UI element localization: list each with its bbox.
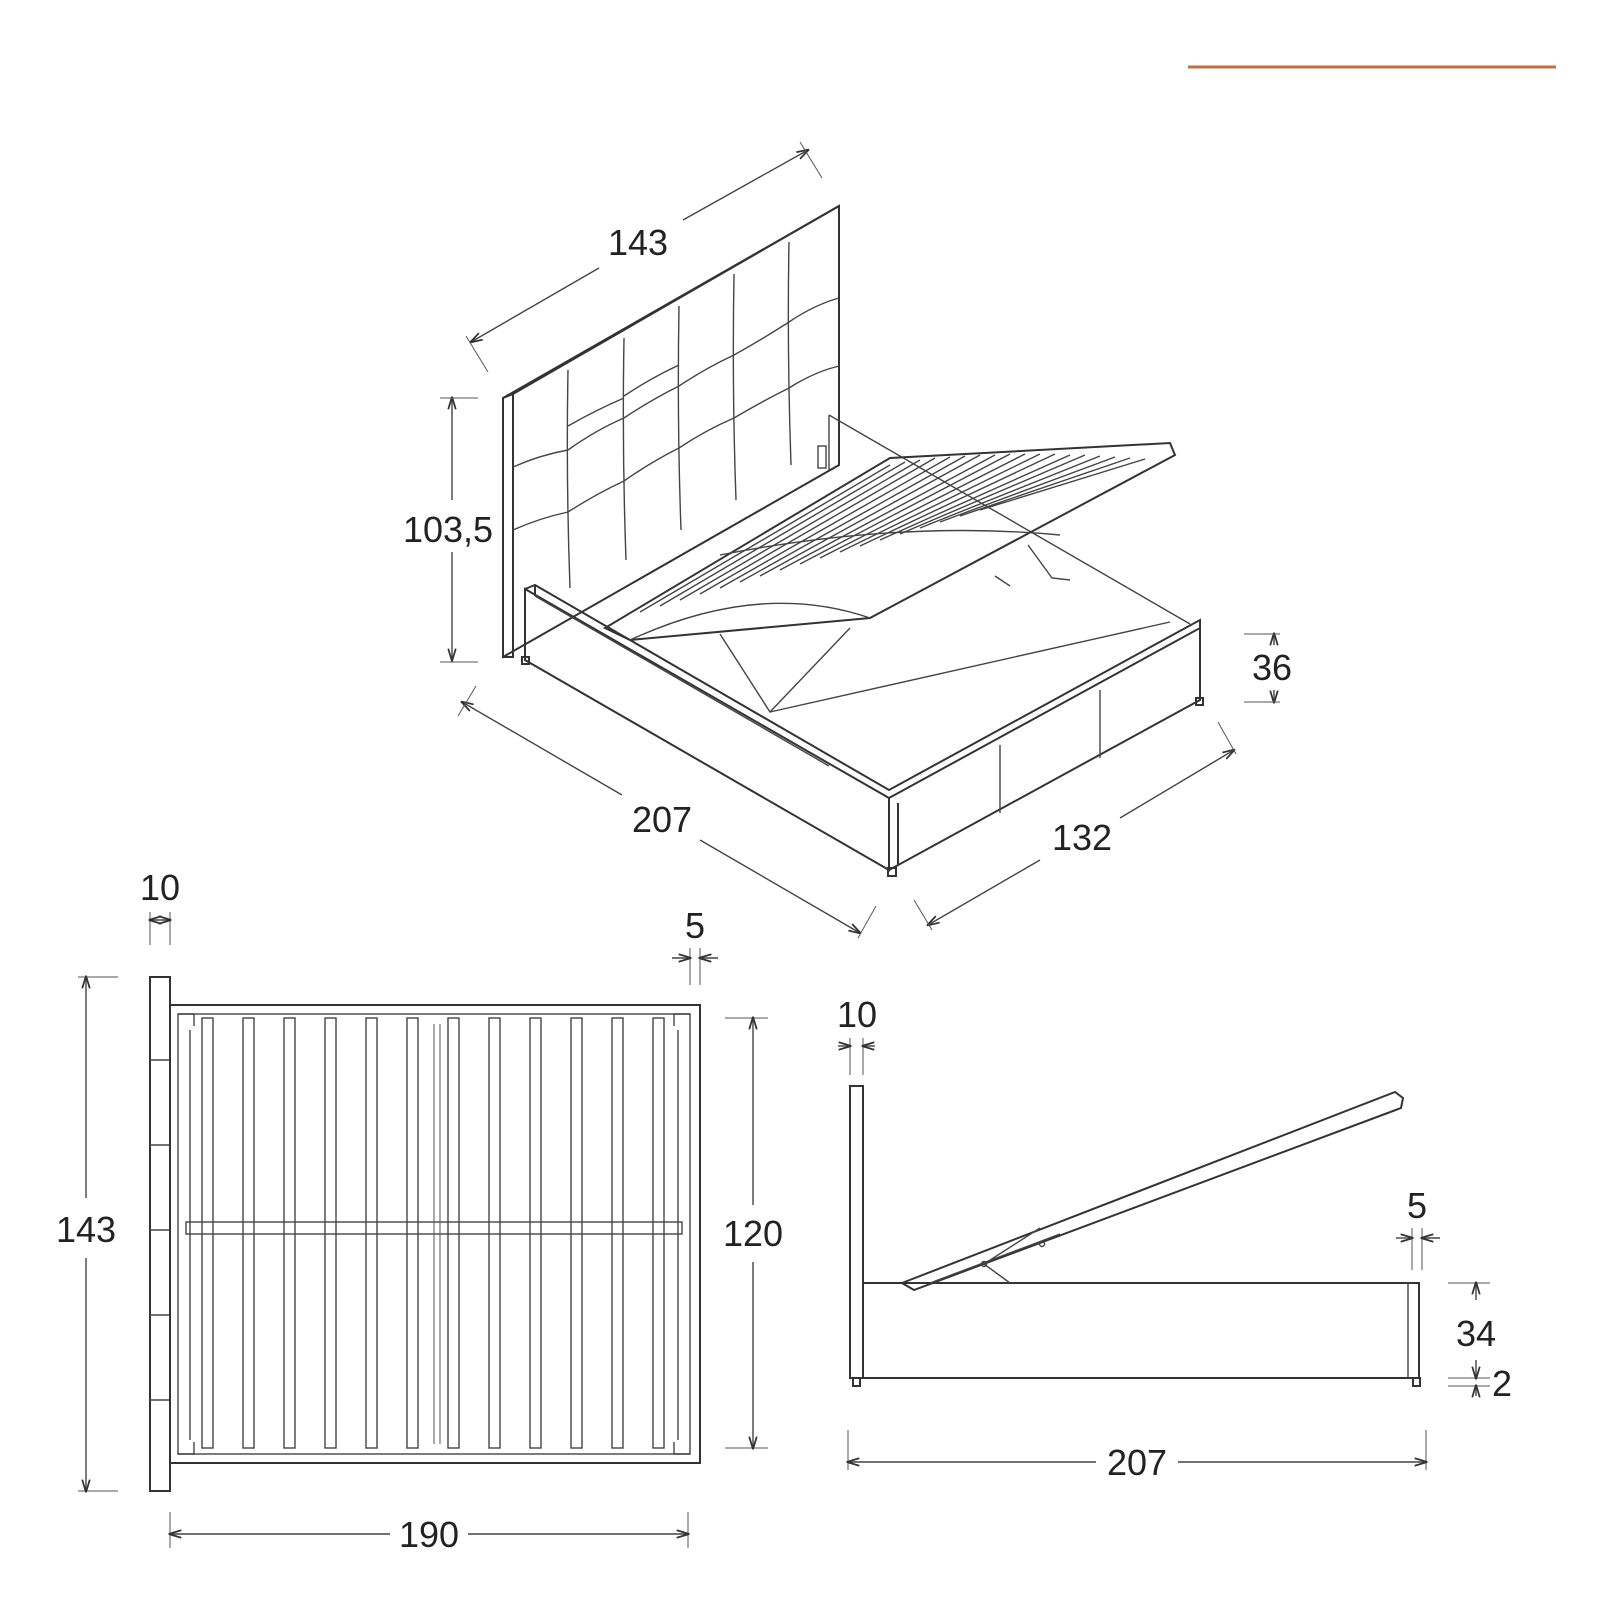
iso-dim-height-headboard: 103,5 <box>403 398 493 663</box>
top-headboard <box>149 976 171 1492</box>
top-dim-headboard-thickness-label: 10 <box>140 867 180 908</box>
side-frame <box>862 1282 1420 1379</box>
iso-dim-length: 207 <box>457 685 877 939</box>
side-headboard <box>849 1085 864 1379</box>
top-dim-inner-width: 120 <box>723 1018 783 1448</box>
side-dim-headboard-thickness-label: 10 <box>837 994 877 1035</box>
side-dim-frame-height-label: 34 <box>1456 1313 1496 1354</box>
iso-headboard <box>502 204 840 659</box>
iso-dim-width: 132 <box>913 721 1236 931</box>
iso-slatted-base <box>602 441 1177 714</box>
iso-dim-width-headboard: 143 <box>465 141 823 373</box>
top-dim-overall-width-label: 143 <box>56 1209 116 1250</box>
side-dim-frame-thickness: 5 <box>1396 1185 1440 1270</box>
iso-dim-headboard-width-label: 143 <box>608 222 668 263</box>
top-dim-overall-width: 143 <box>56 977 118 1491</box>
iso-base-frame <box>521 414 1204 877</box>
side-dim-frame-thickness-label: 5 <box>1407 1185 1427 1226</box>
top-dim-frame-thickness-label: 5 <box>685 905 705 946</box>
top-dim-inner-width-label: 120 <box>723 1213 783 1254</box>
side-dim-overall-length: 207 <box>848 1430 1426 1483</box>
top-dim-inner-length: 190 <box>170 1512 688 1555</box>
top-slats <box>201 1017 665 1449</box>
side-dim-foot-height-label: 2 <box>1492 1363 1512 1404</box>
side-view: 10 5 34 2 207 <box>837 994 1512 1483</box>
side-dim-headboard-thickness: 10 <box>837 994 877 1075</box>
side-dim-overall-length-label: 207 <box>1107 1442 1167 1483</box>
iso-dim-width-label: 132 <box>1052 817 1112 858</box>
top-dim-inner-length-label: 190 <box>399 1514 459 1555</box>
iso-dim-frame-height-label: 36 <box>1252 647 1292 688</box>
isometric-view: 143 103,5 36 207 132 <box>403 141 1292 939</box>
top-dim-frame-thickness: 5 <box>672 905 718 985</box>
iso-dim-length-label: 207 <box>632 799 692 840</box>
iso-dim-frame-height: 36 <box>1244 634 1292 702</box>
top-dim-headboard-thickness: 10 <box>140 867 180 945</box>
top-view: 10 5 143 120 190 <box>56 867 783 1555</box>
top-frame <box>169 1004 701 1464</box>
iso-dim-headboard-height-label: 103,5 <box>403 509 493 550</box>
side-dim-foot-height: 2 <box>1448 1363 1512 1404</box>
side-slatted-base <box>899 1090 1405 1292</box>
side-dim-frame-height: 34 <box>1448 1283 1496 1378</box>
